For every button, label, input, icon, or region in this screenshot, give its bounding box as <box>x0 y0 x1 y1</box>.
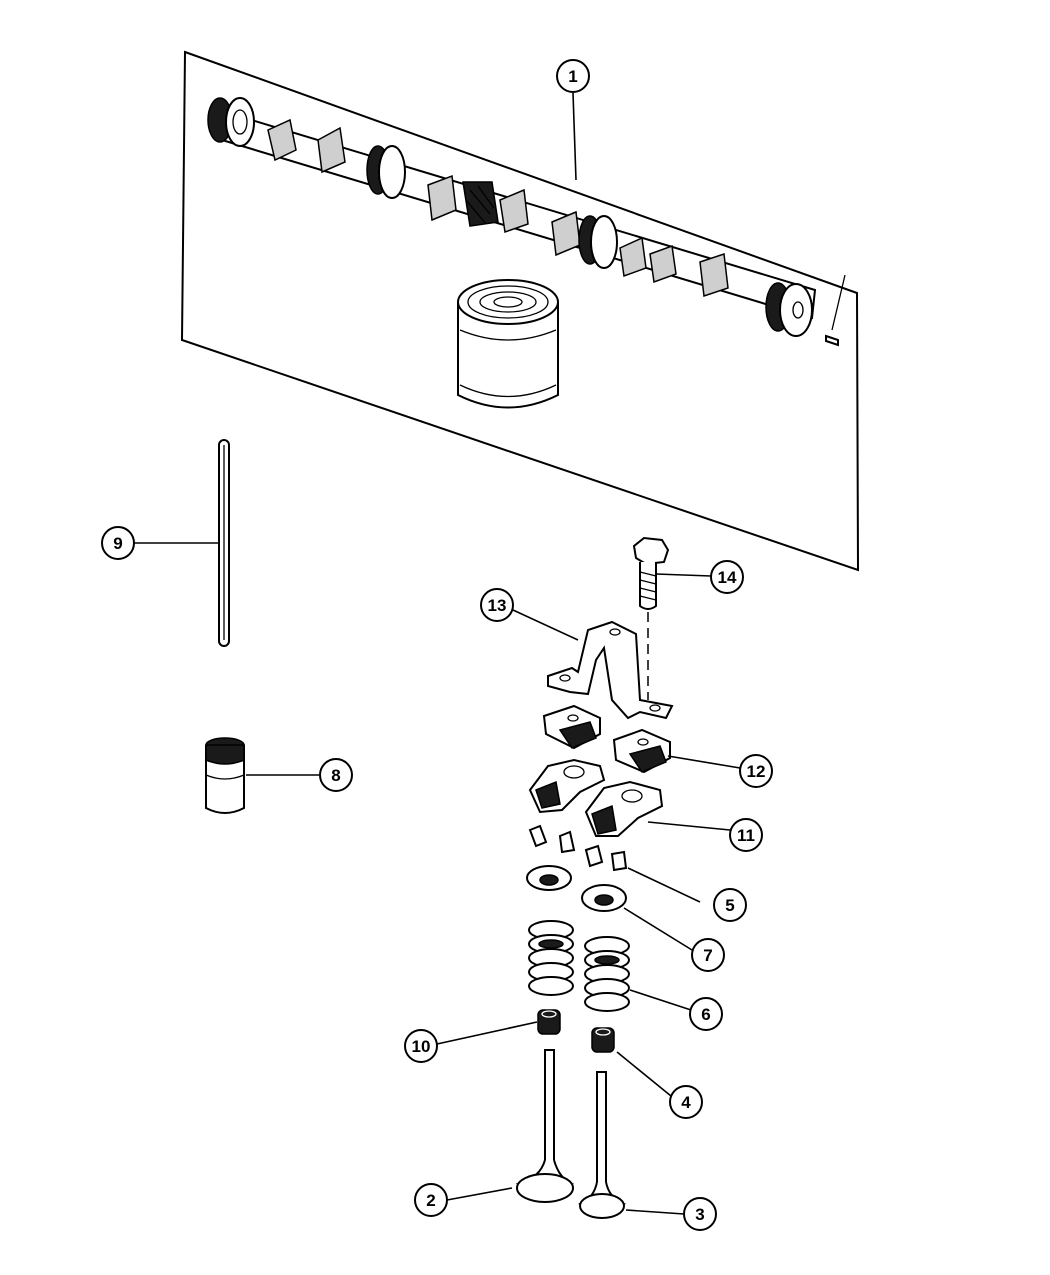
svg-text:11: 11 <box>737 826 755 845</box>
callout-2: 2 <box>414 1183 448 1217</box>
rocker-pivot-left <box>542 704 601 750</box>
svg-text:6: 6 <box>701 1005 710 1024</box>
svg-text:5: 5 <box>725 896 734 915</box>
sealant-can <box>457 279 559 409</box>
svg-text:4: 4 <box>681 1093 691 1112</box>
rocker-pivot-right <box>612 728 671 774</box>
rocker-bridge <box>547 620 674 720</box>
svg-text:1: 1 <box>568 67 577 86</box>
valve-spring-left <box>528 920 574 996</box>
valve-stem-seal-right <box>591 1027 615 1053</box>
callout-5: 5 <box>713 888 747 922</box>
callout-7: 7 <box>691 938 725 972</box>
svg-text:14: 14 <box>718 568 737 587</box>
callout-4: 4 <box>669 1085 703 1119</box>
callout-14: 14 <box>710 560 744 594</box>
rocker-arm-left <box>528 758 606 814</box>
callout-1: 1 <box>556 59 590 93</box>
exhaust-valve <box>578 1071 626 1219</box>
svg-text:9: 9 <box>113 534 122 553</box>
valve-retainer-left <box>526 865 572 891</box>
callout-6: 6 <box>689 997 723 1031</box>
camshaft <box>207 97 846 347</box>
svg-text:2: 2 <box>426 1191 435 1210</box>
bolt <box>632 536 670 700</box>
rocker-arm-right <box>584 780 664 837</box>
valve-locks <box>528 824 628 872</box>
callout-12: 12 <box>739 754 773 788</box>
leader-lines <box>133 92 741 1215</box>
callout-3: 3 <box>683 1197 717 1231</box>
callout-8: 8 <box>319 758 353 792</box>
svg-text:13: 13 <box>488 596 507 615</box>
svg-text:10: 10 <box>412 1037 431 1056</box>
callout-10: 10 <box>404 1029 438 1063</box>
lifter <box>205 737 245 814</box>
valve-retainer-right <box>581 884 627 912</box>
svg-text:8: 8 <box>331 766 340 785</box>
svg-text:3: 3 <box>695 1205 704 1224</box>
callout-13: 13 <box>480 588 514 622</box>
intake-valve <box>515 1049 574 1203</box>
valve-stem-seal-left <box>537 1009 561 1035</box>
svg-text:7: 7 <box>703 946 712 965</box>
callout-9: 9 <box>101 526 135 560</box>
callout-11: 11 <box>729 818 763 852</box>
push-rod <box>218 439 230 647</box>
valve-spring-right <box>584 936 630 1012</box>
svg-text:12: 12 <box>747 762 766 781</box>
